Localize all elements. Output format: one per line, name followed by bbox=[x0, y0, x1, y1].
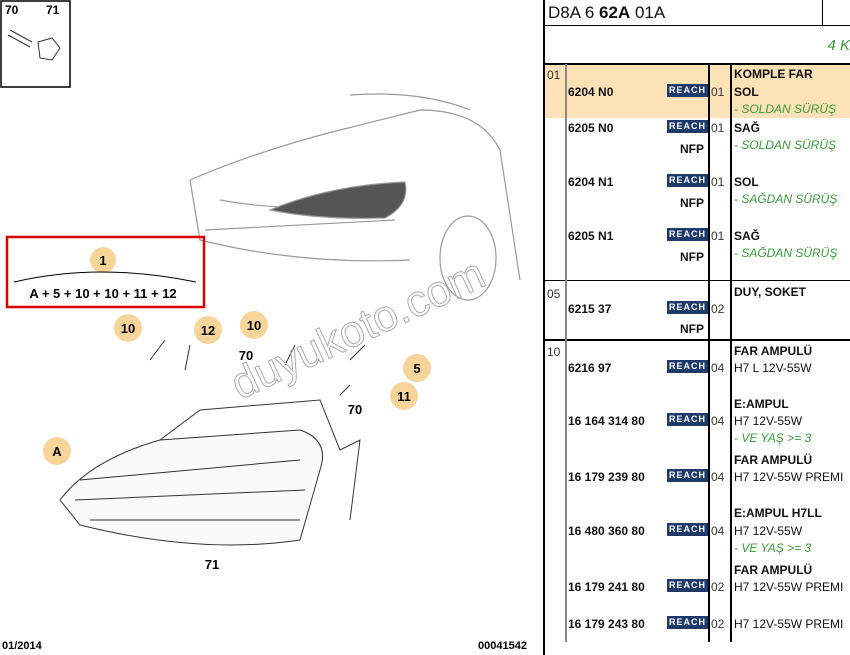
desc-spec: H7 L 12V-55W bbox=[734, 361, 812, 375]
part-number[interactable]: 16 480 360 80 bbox=[568, 524, 645, 538]
headlamp-drawing bbox=[59, 339, 366, 546]
quantity: 02 bbox=[711, 302, 725, 316]
desc-side: SOL bbox=[734, 175, 759, 189]
quantity: 04 bbox=[711, 524, 725, 538]
nfp-label: NFP bbox=[680, 196, 704, 210]
car-outline bbox=[189, 93, 521, 301]
reach-badge: REACH bbox=[667, 84, 709, 97]
screw-label-70a: 70 bbox=[239, 348, 253, 363]
code-bold: 62A bbox=[599, 3, 631, 22]
callout-12: 12 bbox=[201, 323, 215, 338]
callout-a: A bbox=[52, 444, 62, 459]
desc-side: SOL bbox=[734, 85, 759, 99]
reach-badge: REACH bbox=[667, 413, 709, 426]
desc-spec: H7 12V-55W bbox=[734, 524, 803, 538]
quantity: 04 bbox=[711, 414, 725, 428]
part-number[interactable]: 16 179 239 80 bbox=[568, 470, 645, 484]
desc-side: SAĞ bbox=[734, 229, 761, 243]
callout-10b: 10 bbox=[247, 318, 261, 333]
reach-badge: REACH bbox=[667, 616, 709, 629]
quantity: 02 bbox=[711, 580, 725, 594]
quantity: 04 bbox=[711, 361, 725, 375]
nfp-label: NFP bbox=[680, 250, 704, 264]
quantity: 01 bbox=[711, 85, 725, 99]
desc-title: E:AMPUL H7LL bbox=[734, 506, 822, 520]
desc-spec: H7 12V-55W bbox=[734, 414, 803, 428]
quantity: 01 bbox=[711, 175, 725, 189]
desc-note: - SAĞDAN SÜRÜŞ bbox=[734, 192, 838, 206]
nfp-label: NFP bbox=[680, 142, 704, 156]
callouts: 10 12 10 5 11 A 70 70 71 bbox=[43, 311, 431, 572]
reach-badge: REACH bbox=[667, 360, 709, 373]
reach-badge: REACH bbox=[667, 579, 709, 592]
desc-title: FAR AMPULÜ bbox=[734, 344, 813, 358]
quantity: 02 bbox=[711, 617, 725, 631]
reach-badge: REACH bbox=[667, 228, 709, 241]
screw-label-70b: 70 bbox=[348, 402, 362, 417]
drawing-number: 00041542 bbox=[478, 640, 527, 652]
reach-badge: REACH bbox=[667, 174, 709, 187]
part-number[interactable]: 6205 N1 bbox=[568, 229, 614, 243]
callout-5: 5 bbox=[413, 361, 420, 376]
desc-note: - SAĞDAN SÜRÜŞ bbox=[734, 246, 838, 260]
formula-ref: 1 bbox=[99, 253, 106, 268]
desc-note: - SOLDAN SÜRÜŞ bbox=[734, 138, 837, 152]
quantity: 04 bbox=[711, 470, 725, 484]
inset-label-71: 71 bbox=[46, 3, 60, 17]
formula-box: 1 A + 5 + 10 + 10 + 11 + 12 bbox=[5, 235, 206, 309]
part-number[interactable]: 6204 N0 bbox=[568, 85, 614, 99]
ref-05: 05 bbox=[547, 287, 561, 301]
desc-spec: H7 12V-55W PREMI bbox=[734, 580, 844, 594]
desc-note: - SOLDAN SÜRÜŞ bbox=[734, 102, 837, 116]
diagram-date: 01/2014 bbox=[2, 640, 43, 652]
part-number[interactable]: 16 164 314 80 bbox=[568, 414, 645, 428]
ref-10: 10 bbox=[547, 345, 561, 359]
reach-badge: REACH bbox=[667, 469, 709, 482]
reach-badge: REACH bbox=[667, 523, 709, 536]
desc-note: - VE YAŞ >= 3 bbox=[734, 431, 812, 445]
desc-title: DUY, SOKET bbox=[734, 285, 807, 299]
subtitle: 4 K bbox=[827, 37, 850, 54]
screw-label-71: 71 bbox=[205, 557, 219, 572]
reach-badge: REACH bbox=[667, 301, 709, 314]
inset-label-70: 70 bbox=[5, 3, 19, 17]
desc-title: E:AMPUL bbox=[734, 397, 789, 411]
part-number[interactable]: 6215 37 bbox=[568, 302, 612, 316]
desc-note: - VE YAŞ >= 3 bbox=[734, 541, 812, 555]
reach-badge: REACH bbox=[667, 120, 709, 133]
desc-spec: H7 12V-55W PREMI bbox=[734, 617, 844, 631]
part-number[interactable]: 6205 N0 bbox=[568, 121, 614, 135]
fastener-inset: 70 71 bbox=[0, 0, 71, 88]
desc-title: FAR AMPULÜ bbox=[734, 563, 813, 577]
formula-text: A + 5 + 10 + 10 + 11 + 12 bbox=[29, 286, 176, 301]
callout-10a: 10 bbox=[121, 321, 135, 336]
catalog-code: D8A 6 62A 01A bbox=[548, 3, 665, 23]
code-suffix: 01A bbox=[630, 3, 666, 22]
desc-spec: H7 12V-55W PREMI bbox=[734, 470, 844, 484]
part-number[interactable]: 16 179 241 80 bbox=[568, 580, 645, 594]
quantity: 01 bbox=[711, 229, 725, 243]
desc-title: KOMPLE FAR bbox=[734, 67, 813, 81]
desc-side: SAĞ bbox=[734, 121, 761, 135]
callout-11: 11 bbox=[397, 389, 411, 404]
exploded-headlamp-diagram: 70 71 1 A + 5 + 10 + 10 + 11 + 12 10 12 … bbox=[0, 0, 527, 652]
ref-01: 01 bbox=[547, 68, 561, 82]
part-number[interactable]: 6216 97 bbox=[568, 361, 612, 375]
code-prefix: D8A 6 bbox=[548, 3, 600, 22]
desc-title: FAR AMPULÜ bbox=[734, 453, 813, 467]
part-number[interactable]: 6204 N1 bbox=[568, 175, 614, 189]
quantity: 01 bbox=[711, 121, 725, 135]
nfp-label: NFP bbox=[680, 322, 704, 336]
part-number[interactable]: 16 179 243 80 bbox=[568, 617, 645, 631]
